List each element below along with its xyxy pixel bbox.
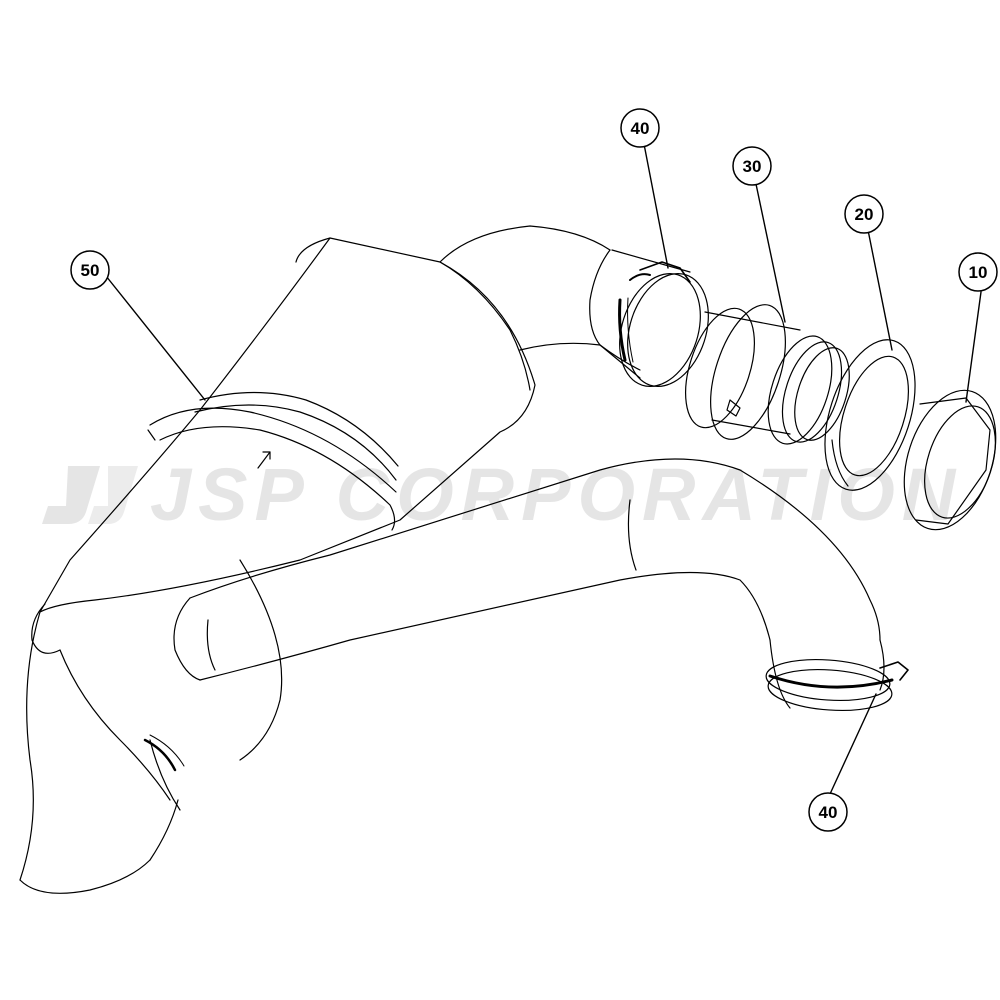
callout-20-label: 20 xyxy=(855,205,874,224)
hose-clamp-lower xyxy=(765,658,909,712)
lower-elbow xyxy=(19,611,185,894)
through-hull-fitting xyxy=(685,304,850,445)
callout-10-label: 10 xyxy=(969,263,988,282)
callout-50-label: 50 xyxy=(81,261,100,280)
gasket-washer xyxy=(824,339,916,491)
callout-40-upper: 40 xyxy=(620,108,660,148)
callout-40-lower: 40 xyxy=(808,792,848,832)
muffler-band xyxy=(194,391,399,481)
muffler-body xyxy=(31,237,536,761)
hose-clamp-upper xyxy=(618,261,709,387)
callout-30-label: 30 xyxy=(743,157,762,176)
callout-40-lower-label: 40 xyxy=(819,803,838,822)
upper-inlet-pipe xyxy=(439,225,691,379)
callout-40-upper-label: 40 xyxy=(631,119,650,138)
long-outlet-pipe xyxy=(173,458,885,709)
callout-20: 20 xyxy=(844,194,884,234)
callout-10: 10 xyxy=(958,252,998,292)
arrow-icon xyxy=(257,451,271,469)
fitting-nut xyxy=(903,389,997,531)
leader-lines xyxy=(105,143,982,795)
callout-30: 30 xyxy=(732,146,772,186)
callout-50: 50 xyxy=(70,250,110,290)
